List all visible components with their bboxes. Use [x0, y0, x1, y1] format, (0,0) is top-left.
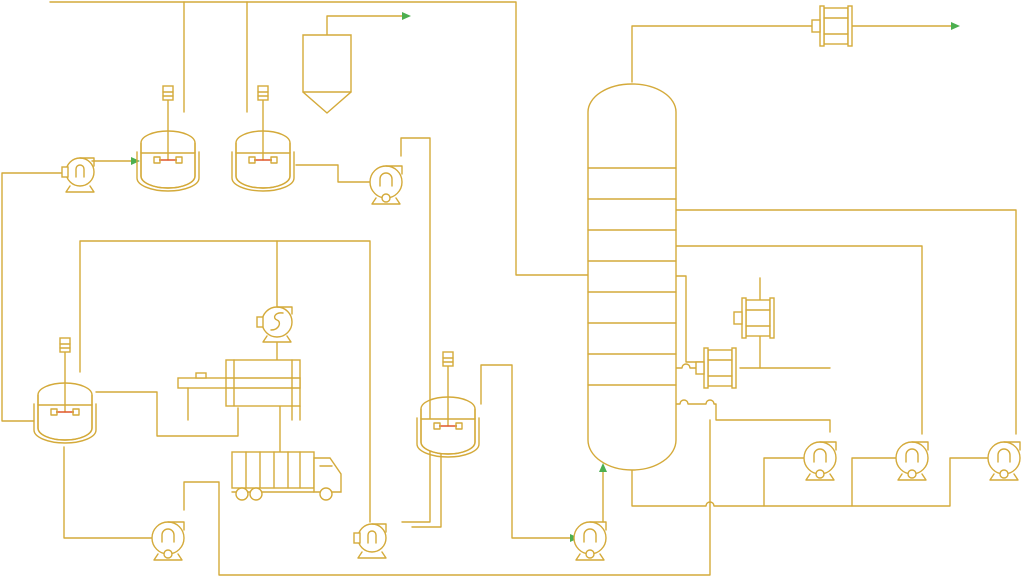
pump-bottom-mid [353, 523, 387, 559]
pump-right-1 [803, 441, 837, 481]
hopper-vent-arrow [402, 12, 411, 20]
pump-reactor-2 [369, 165, 403, 205]
filter-press [177, 359, 301, 421]
pump-feed [61, 157, 95, 193]
pump-top [256, 306, 293, 343]
reactor-4 [33, 337, 97, 444]
flow-arrows [131, 12, 960, 542]
pump-bottom-left [151, 521, 185, 561]
column-feed-arrow [599, 463, 607, 472]
reactor-1 [136, 85, 200, 192]
reactor-3 [416, 351, 480, 458]
pump-right-2 [895, 441, 929, 481]
pump-column-feed [573, 521, 607, 561]
heat-exchanger-upper [733, 297, 775, 339]
reactor-2 [231, 85, 295, 192]
heat-exchanger-lower [695, 347, 737, 389]
overhead-product-arrow [951, 22, 960, 30]
compressor-overhead [811, 5, 853, 47]
hopper [302, 34, 352, 114]
pump-right-3 [987, 441, 1021, 481]
truck [231, 451, 342, 501]
feed-arrow [131, 157, 140, 165]
distillation-column [587, 83, 677, 471]
